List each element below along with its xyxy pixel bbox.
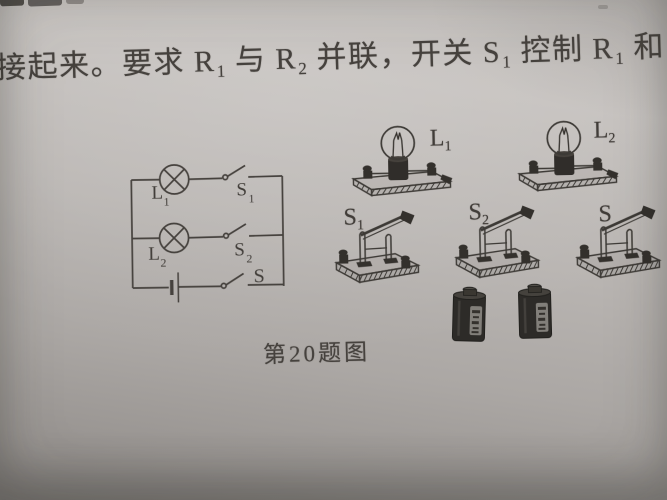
bulb-component-l1: L1 <box>349 115 462 197</box>
switch-symbol-s2 <box>222 232 230 239</box>
circuit-label-s2: S <box>234 239 245 260</box>
switch-s2-label: S2 <box>468 199 490 229</box>
circuit-label-s1-sub: 1 <box>248 191 254 205</box>
battery-component-2 <box>516 282 554 342</box>
problem-text-part: 和 <box>623 30 666 65</box>
cutoff-text-smudge <box>66 0 84 4</box>
lamp-symbol-l1 <box>158 164 190 195</box>
circuit-labels: L 1 L 2 S 1 S 2 S <box>148 179 265 287</box>
problem-text: 接起来。要求 R1 与 R2 并联，开关 S1 控制 R1 和 <box>0 22 665 89</box>
switch-s1-label: S1 <box>343 204 365 234</box>
switch-component-s2: S2 <box>452 198 541 282</box>
cutoff-text-smudge <box>0 0 25 7</box>
switch-symbol-s1 <box>221 174 229 181</box>
problem-text-part: 与 R <box>225 42 298 78</box>
circuit-wires <box>130 164 285 303</box>
subscript: 2 <box>297 58 308 79</box>
switch-symbol-s <box>220 282 228 290</box>
switch-s-label: S <box>598 201 613 228</box>
subscript: 1 <box>502 52 512 72</box>
bulb-l1-label: L1 <box>429 125 452 155</box>
bulb-component-l2: L2 <box>515 110 628 192</box>
circuit-label-s: S <box>253 265 264 287</box>
battery-component-1 <box>450 285 488 345</box>
circuit-diagram: L 1 L 2 S 1 S 2 S <box>117 157 299 307</box>
circuit-label-s2-sub: 2 <box>246 251 252 265</box>
circuit-label-l1-sub: 1 <box>163 195 169 209</box>
circuit-label-l2-sub: 2 <box>160 256 166 270</box>
bulb-l2-label: L2 <box>593 117 616 147</box>
subscript: 1 <box>216 61 226 81</box>
problem-text-part: 并联，开关 S <box>306 35 502 75</box>
circuit-label-l1: L <box>151 183 163 204</box>
switch-component-s1: S1 <box>332 203 421 287</box>
problem-text-part: 控制 R <box>510 32 615 69</box>
subscript: 1 <box>615 48 625 68</box>
problem-text-part: 接起来。要求 R <box>0 44 217 85</box>
circuit-label-l2: L <box>148 244 160 265</box>
figure-caption: 第20题图 <box>262 339 371 368</box>
circuit-label-s1: S <box>236 179 247 200</box>
switch-component-s: S <box>573 198 662 282</box>
cutoff-text-smudge <box>598 5 608 9</box>
cutoff-text-smudge <box>27 0 63 7</box>
